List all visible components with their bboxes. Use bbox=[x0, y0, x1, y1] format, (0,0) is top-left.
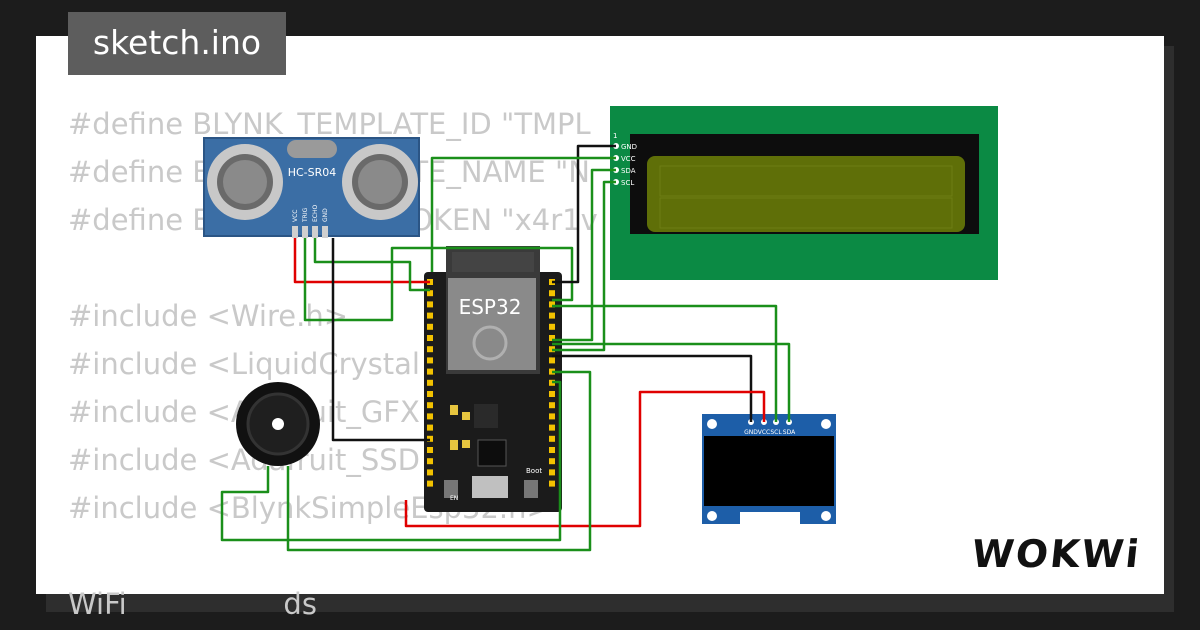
lcd-pin-sda: SDA bbox=[621, 167, 636, 175]
wire-buzzer-neg bbox=[286, 370, 592, 552]
ultrasonic-sensor[interactable]: HC-SR04 VCC TRIG ECHO GND bbox=[203, 137, 420, 238]
oled-pin-vcc: VCC bbox=[758, 429, 770, 436]
espressif-logo-icon bbox=[472, 325, 508, 361]
code-line: #include <Wire.h> bbox=[68, 299, 349, 333]
ultrasonic-pin-gnd: GND bbox=[322, 208, 329, 222]
esp32-pin[interactable] bbox=[427, 447, 433, 453]
en-button[interactable] bbox=[444, 480, 458, 498]
lcd-display[interactable]: 1 GND VCC SDA SCL bbox=[610, 106, 998, 280]
esp32-pin[interactable] bbox=[427, 357, 433, 364]
oled-pin-scl: SCL bbox=[770, 429, 782, 436]
esp32-pin[interactable] bbox=[427, 480, 433, 487]
wire-ultrasonic-vcc bbox=[293, 238, 430, 284]
wire-ultrasonic-gnd bbox=[331, 238, 430, 442]
esp32-pin[interactable] bbox=[549, 391, 555, 397]
esp32-pin[interactable] bbox=[427, 312, 433, 319]
esp32-pin[interactable] bbox=[549, 312, 555, 319]
esp32-pin[interactable] bbox=[549, 335, 555, 341]
wire-lcd-vcc bbox=[430, 156, 616, 272]
esp32-pin[interactable] bbox=[549, 458, 555, 465]
esp32-pin[interactable] bbox=[549, 424, 555, 431]
ultrasonic-pin-vcc: VCC bbox=[292, 210, 299, 222]
wire-lcd-gnd bbox=[552, 144, 616, 284]
boot-button[interactable] bbox=[524, 480, 538, 498]
esp32-label: ESP32 bbox=[459, 295, 522, 319]
sketch-file-tab[interactable]: sketch.ino bbox=[68, 12, 286, 75]
buzzer[interactable] bbox=[236, 382, 320, 466]
esp32-pin[interactable] bbox=[549, 357, 555, 364]
wire-oled-vcc bbox=[404, 390, 766, 528]
esp32-pin[interactable] bbox=[549, 469, 555, 476]
esp32-pin[interactable] bbox=[549, 290, 555, 297]
wire-buzzer-pos bbox=[220, 380, 562, 542]
wire-oled-sda bbox=[552, 342, 791, 422]
esp32-pin[interactable] bbox=[427, 290, 433, 297]
wire-lcd-sda bbox=[552, 168, 616, 342]
esp32-pin[interactable] bbox=[549, 435, 555, 442]
code-line: WiFi ds bbox=[68, 587, 317, 621]
esp32-pin[interactable] bbox=[549, 447, 555, 453]
lcd-pin-scl: SCL bbox=[621, 179, 634, 187]
esp32-pin[interactable] bbox=[427, 402, 433, 409]
esp32-pin[interactable] bbox=[549, 413, 555, 420]
esp32-pin[interactable] bbox=[427, 413, 433, 420]
esp32-board[interactable]: ESP32 Boot EN bbox=[424, 246, 562, 512]
esp32-pin[interactable] bbox=[427, 346, 433, 353]
wires bbox=[220, 144, 791, 552]
code-line: #define BLYNK_TEMPLATE_ID "TMPL bbox=[68, 107, 591, 141]
lcd-pins: GND VCC SDA SCL bbox=[613, 143, 637, 187]
code-line: #include <Adafruit_SSD bbox=[68, 443, 420, 477]
esp32-pin[interactable] bbox=[427, 323, 433, 330]
ultrasonic-pin-trig: TRIG bbox=[302, 207, 309, 223]
esp32-pin[interactable] bbox=[427, 368, 433, 375]
esp32-pin[interactable] bbox=[549, 301, 555, 308]
esp32-pin[interactable] bbox=[427, 458, 433, 465]
esp32-pin[interactable] bbox=[549, 480, 555, 487]
esp32-pin[interactable] bbox=[427, 335, 433, 341]
boot-label: Boot bbox=[526, 467, 542, 475]
wokwi-logo: WOKWi bbox=[969, 532, 1143, 576]
oled-pin-sda: SDA bbox=[783, 429, 796, 436]
esp32-pin[interactable] bbox=[549, 402, 555, 409]
esp32-pin[interactable] bbox=[427, 424, 433, 431]
esp32-pin[interactable] bbox=[427, 301, 433, 308]
oled-display[interactable]: GND VCC SCL SDA bbox=[702, 414, 836, 524]
ultrasonic-label: HC-SR04 bbox=[288, 166, 337, 179]
lcd-pin-gnd: GND bbox=[621, 143, 637, 151]
esp32-pin[interactable] bbox=[427, 469, 433, 476]
esp32-pin[interactable] bbox=[427, 391, 433, 397]
wire-ultrasonic-echo bbox=[313, 238, 430, 292]
en-label: EN bbox=[450, 495, 458, 502]
lcd-pin1-label: 1 bbox=[613, 132, 617, 140]
wire-oled-scl bbox=[552, 304, 778, 422]
usb-port bbox=[472, 476, 508, 498]
oled-pin-gnd: GND bbox=[744, 429, 758, 436]
esp32-pin[interactable] bbox=[549, 323, 555, 330]
wire-oled-gnd bbox=[552, 354, 753, 422]
wire-ultrasonic-trig bbox=[303, 238, 574, 322]
code-line: #include <LiquidCrystal bbox=[68, 347, 420, 381]
wire-lcd-scl bbox=[552, 180, 616, 352]
ultrasonic-pin-echo: ECHO bbox=[312, 205, 319, 222]
lcd-pin-vcc: VCC bbox=[621, 155, 636, 163]
esp32-pin[interactable] bbox=[427, 379, 433, 386]
